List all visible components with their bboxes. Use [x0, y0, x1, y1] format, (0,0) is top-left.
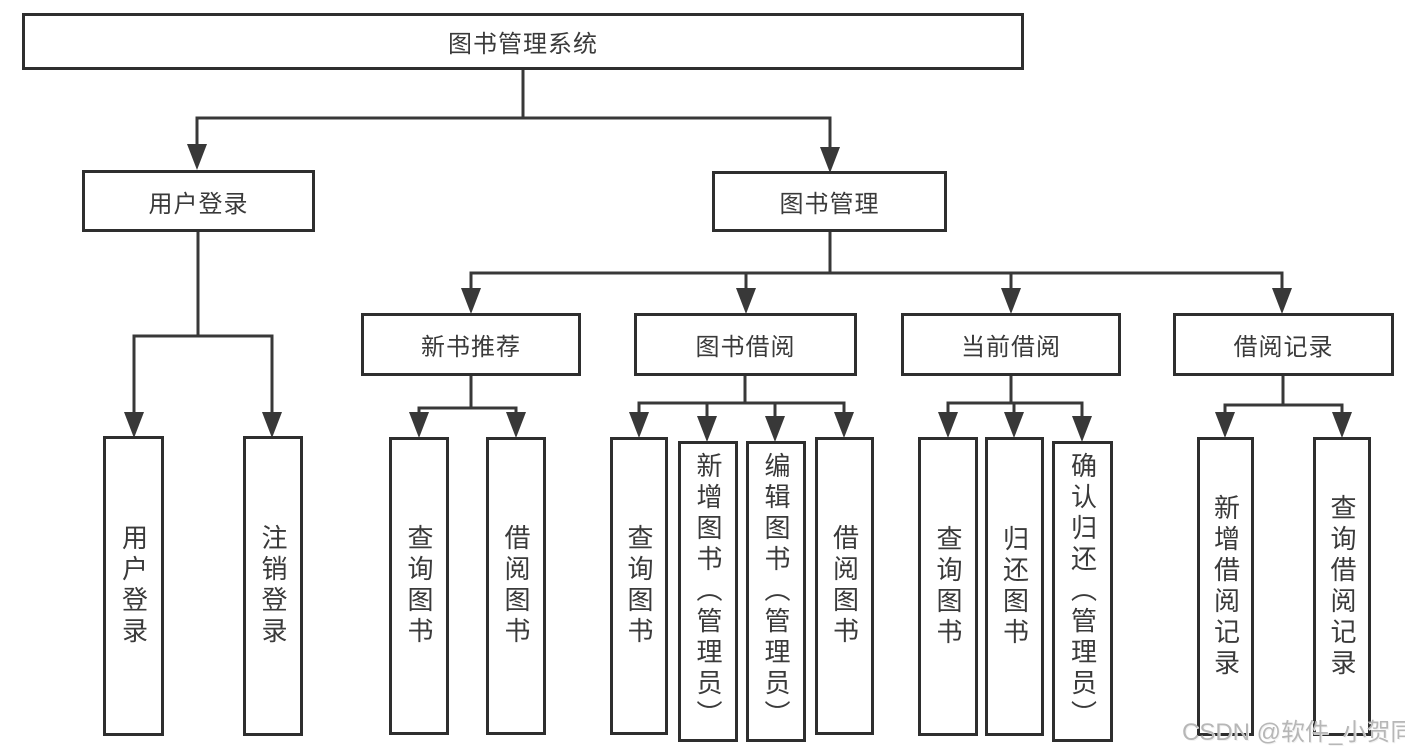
node-borrowing-records: 借阅记录	[1173, 313, 1394, 376]
csdn-watermark: CSDN @软件_小贺同学	[1182, 719, 1405, 746]
leaf-logout-label: 注销登录	[258, 524, 288, 648]
leaf-user-login-label: 用户登录	[118, 524, 149, 648]
leaf-confirm-return-admin: 确认归还（管理员）	[1052, 441, 1113, 742]
node-user-login-label: 用户登录	[148, 190, 249, 218]
leaf-confirm-return-admin-label: 确认归还（管理员）	[1067, 452, 1098, 731]
leaf-query-borrow-record-label: 查询借阅记录	[1327, 493, 1357, 680]
node-current-borrowing-label: 当前借阅	[961, 334, 1061, 361]
node-book-borrowing-label: 图书借阅	[695, 334, 796, 361]
leaf-return-book-label: 归还图书	[999, 524, 1030, 649]
node-current-borrowing: 当前借阅	[901, 313, 1121, 376]
leaf-query-books-current: 查询图书	[918, 437, 978, 736]
node-user-login: 用户登录	[82, 170, 315, 232]
connector-current-borrowing-to-leaves	[938, 376, 1092, 442]
leaf-query-books-borrowing-label: 查询图书	[624, 524, 654, 648]
node-root-label: 图书管理系统	[448, 31, 598, 58]
leaf-borrow-books-borrowing: 借阅图书	[815, 437, 874, 735]
node-root: 图书管理系统	[22, 13, 1024, 70]
leaf-return-book: 归还图书	[985, 437, 1044, 736]
leaf-query-books-current-label: 查询图书	[933, 524, 963, 649]
node-book-management: 图书管理	[712, 171, 947, 232]
leaf-add-book-admin-label: 新增图书（管理员）	[693, 452, 723, 731]
node-new-book-recommend: 新书推荐	[361, 313, 581, 376]
node-book-borrowing: 图书借阅	[634, 313, 857, 376]
connector-borrowing-records-to-leaves	[1215, 376, 1352, 438]
leaf-borrow-books-borrowing-label: 借阅图书	[829, 524, 860, 648]
leaf-edit-book-admin-label: 编辑图书（管理员）	[761, 452, 791, 731]
leaf-add-borrow-record-label: 新增借阅记录	[1210, 493, 1241, 680]
leaf-query-books-recommend: 查询图书	[389, 437, 449, 735]
leaf-logout: 注销登录	[243, 436, 303, 736]
leaf-borrow-books-recommend: 借阅图书	[486, 437, 546, 735]
leaf-user-login: 用户登录	[103, 436, 164, 736]
connector-root-to-level2	[187, 69, 840, 173]
leaf-add-book-admin: 新增图书（管理员）	[678, 441, 738, 742]
leaf-add-borrow-record: 新增借阅记录	[1197, 437, 1254, 736]
connector-new-book-recommend-to-leaves	[409, 376, 526, 438]
leaf-query-books-recommend-label: 查询图书	[404, 524, 434, 648]
leaf-query-borrow-record: 查询借阅记录	[1313, 437, 1371, 736]
leaf-query-books-borrowing: 查询图书	[610, 437, 668, 735]
connector-user-login-to-leaves	[124, 232, 282, 438]
node-book-management-label: 图书管理	[779, 191, 880, 218]
leaf-borrow-books-recommend-label: 借阅图书	[501, 524, 531, 648]
node-borrowing-records-label: 借阅记录	[1233, 334, 1334, 361]
node-new-book-recommend-label: 新书推荐	[421, 334, 521, 361]
connector-book-borrowing-to-leaves	[629, 376, 854, 442]
leaf-edit-book-admin: 编辑图书（管理员）	[746, 441, 806, 742]
connector-book-management-to-level3	[461, 232, 1292, 314]
